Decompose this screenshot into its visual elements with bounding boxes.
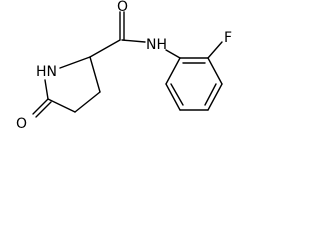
fluorine-label: F [224, 30, 232, 46]
bond-c5-n1 [44, 79, 49, 100]
bond-c4-c5 [47, 98, 76, 113]
lactam-oxygen-label: O [16, 116, 27, 132]
ring-nitrogen-label: HN [36, 64, 57, 80]
bond-ar-inner-b [204, 83, 217, 106]
bond-c-f [207, 41, 223, 59]
molecule-drawing: O NH HN O F [16, 0, 232, 132]
bond-c2-camide [89, 39, 121, 58]
amide-nitrogen-label: NH [146, 37, 167, 53]
bond-c5-o-b [35, 101, 52, 118]
amide-oxygen-label: O [117, 0, 128, 15]
structure-canvas: O NH HN O F [0, 0, 240, 150]
bond-c5-o-a [32, 98, 49, 115]
bond-ar-2-3 [207, 57, 223, 85]
bond-c3-c4 [74, 91, 101, 113]
bond-camide-n [121, 39, 146, 43]
bond-ar-6-1 [165, 57, 181, 85]
bond-n1-c2 [59, 56, 91, 69]
bond-n-aryl [165, 49, 181, 59]
bond-ar-5-6 [165, 83, 181, 111]
bond-ar-3-4 [207, 83, 223, 111]
bond-c2-c3 [89, 56, 101, 93]
bond-ar-inner-c [170, 83, 184, 106]
